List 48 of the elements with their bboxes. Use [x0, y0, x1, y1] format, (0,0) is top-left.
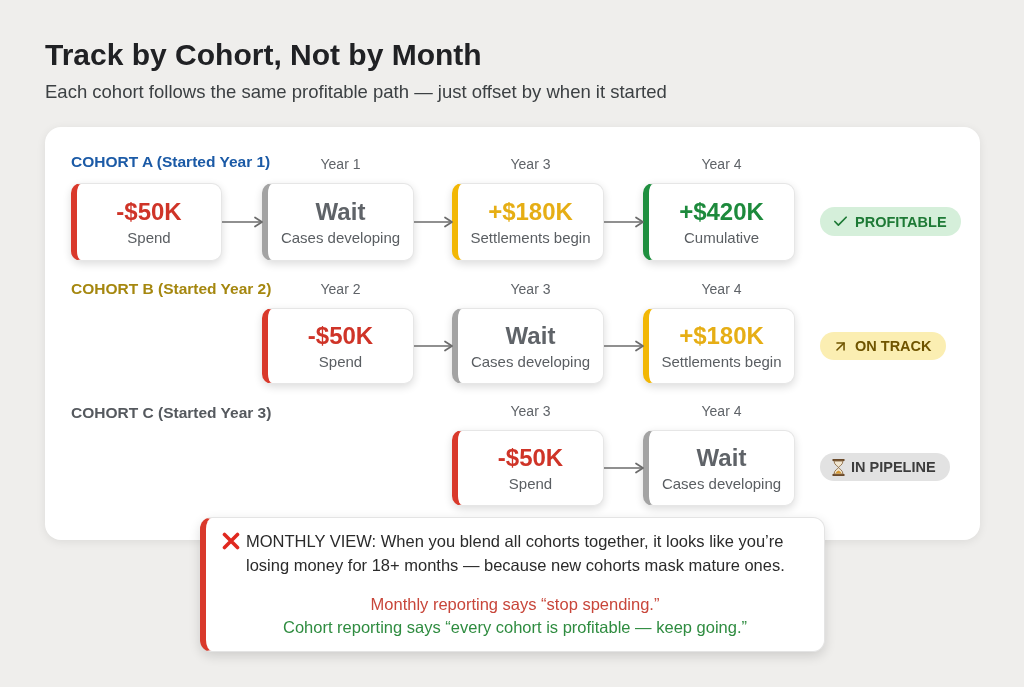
year-label: Year 4 [701, 281, 742, 297]
arrow [603, 340, 644, 352]
year-label: Year 2 [320, 281, 361, 297]
step-value: Wait [505, 321, 556, 350]
year-label: Year 3 [510, 156, 551, 172]
step-caption: Spend [127, 228, 171, 247]
year-label: Year 4 [701, 156, 742, 172]
step-value: -$50K [497, 443, 564, 472]
note-card [200, 517, 825, 652]
cohort-heading: COHORT C (Started Year 3) [71, 404, 272, 422]
step-caption: Cumulative [684, 228, 759, 247]
step-caption: Cases developing [661, 474, 782, 493]
step-caption: Cases developing [280, 228, 401, 247]
status-pill [820, 332, 946, 360]
comparison-text: Cohort reporting says “every cohort is profitable — keep going.” [281, 617, 749, 638]
comparison-text: Monthly reporting says “stop spending.” [369, 594, 661, 615]
arrow [221, 216, 263, 228]
step-value: Wait [696, 443, 747, 472]
step-card [71, 183, 222, 261]
step-value: -$50K [307, 321, 374, 350]
step-caption: Cases developing [470, 352, 591, 371]
page-title: Track by Cohort, Not by Month [45, 37, 482, 73]
status-label: PROFITABLE [855, 212, 947, 231]
step-caption: Spend [318, 352, 363, 371]
arrow [413, 216, 453, 228]
page-subtitle: Each cohort follows the same profitable path — just offset by when it started [45, 81, 667, 103]
step-value: -$50K [116, 197, 182, 226]
step-value: +$420K [679, 197, 764, 226]
step-caption: Spend [508, 474, 553, 493]
step-value: +$180K [488, 197, 573, 226]
year-label: Year 4 [701, 403, 742, 419]
arrow [603, 462, 644, 474]
arrow [413, 340, 453, 352]
year-label: Year 1 [320, 156, 361, 172]
year-label: Year 3 [510, 281, 551, 297]
step-caption: Settlements begin [661, 352, 782, 371]
cohort-heading: COHORT B (Started Year 2) [71, 280, 272, 298]
note-text: MONTHLY VIEW: When you blend all cohorts together, it looks like you’re losing money for 18+ months — because new cohorts mask mature ones. [246, 531, 786, 576]
step-value: Wait [315, 197, 366, 226]
status-pill [820, 207, 961, 236]
step-caption: Settlements begin [470, 228, 591, 247]
status-label: ON TRACK [855, 337, 932, 355]
cohort-heading: COHORT A (Started Year 1) [71, 153, 271, 171]
year-label: Year 3 [510, 403, 551, 419]
arrow [603, 216, 644, 228]
step-value: +$180K [679, 321, 764, 350]
status-label: IN PIPELINE [851, 458, 936, 476]
status-pill [820, 453, 950, 481]
